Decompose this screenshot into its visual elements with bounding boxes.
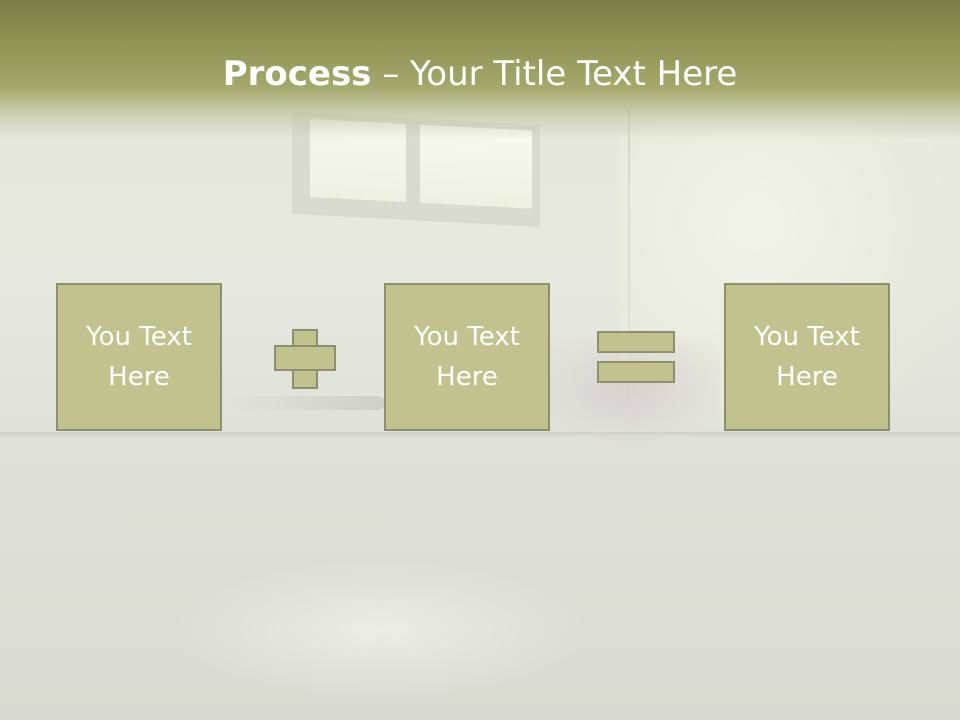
- process-box-1-text: You Text Here: [86, 322, 192, 392]
- title-rest-part: – Your Title Text Here: [371, 54, 738, 94]
- title-bold-part: Process: [222, 54, 372, 94]
- background-figure: [520, 338, 720, 448]
- process-box-3[interactable]: You Text Here: [724, 283, 890, 431]
- background-figure-arm: [225, 396, 385, 410]
- background-floor-edge: [0, 432, 960, 438]
- equals-bottom-bar: [597, 361, 675, 383]
- process-box-3-text: You Text Here: [754, 322, 860, 392]
- plus-center: [294, 347, 316, 369]
- title-bar: Process – Your Title Text Here: [0, 0, 960, 140]
- equals-top-bar: [597, 331, 675, 353]
- background-wall-corner: [628, 110, 630, 430]
- process-box-1[interactable]: You Text Here: [56, 283, 222, 431]
- process-box-2[interactable]: You Text Here: [384, 283, 550, 431]
- slide-title[interactable]: Process – Your Title Text Here: [0, 52, 960, 96]
- background-floor-glow: [170, 560, 590, 700]
- process-box-2-text: You Text Here: [414, 322, 520, 392]
